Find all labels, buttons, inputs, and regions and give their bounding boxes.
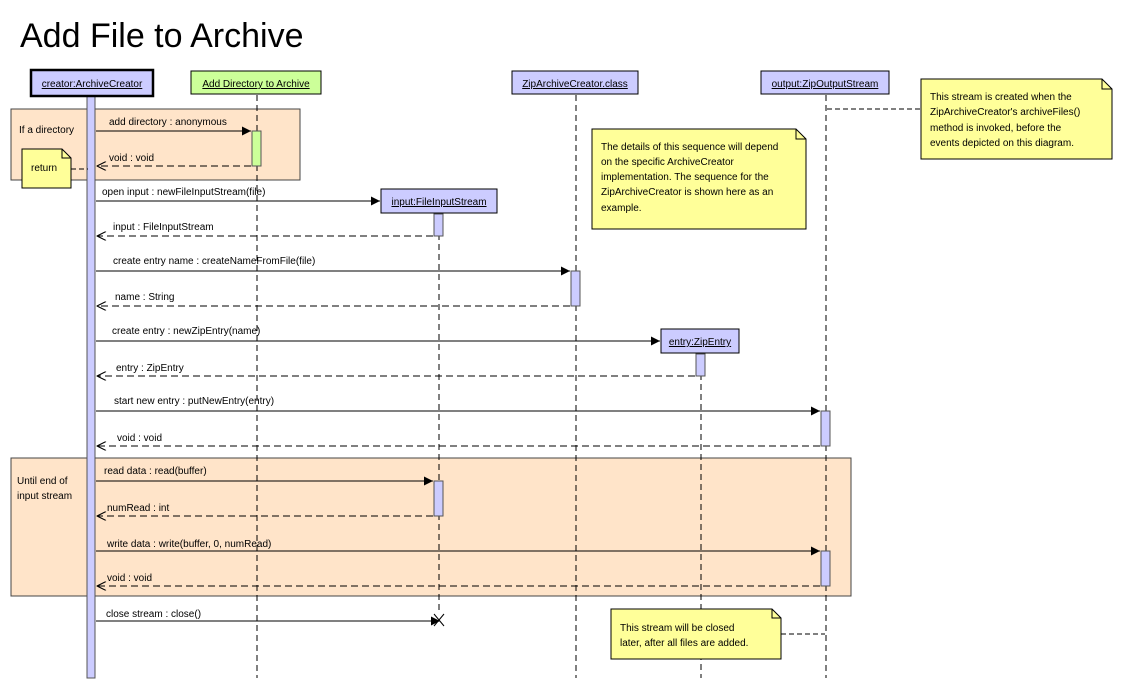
label-m3: create entry name : createNameFromFile(f…	[113, 256, 315, 267]
lifeline-head-creator-label: creator:ArchiveCreator	[42, 79, 143, 90]
note-details-line-2: on the specific ArchiveCreator	[601, 157, 735, 168]
note-closed-line-1: This stream will be closed	[620, 623, 734, 634]
label-m4: create entry : newZipEntry(name)	[112, 326, 260, 337]
label-m6: read data : read(buffer)	[104, 466, 207, 477]
note-closed	[610, 608, 782, 660]
lifeline-head-input[interactable]	[380, 188, 498, 214]
note-created-line-4: events depicted on this diagram.	[930, 138, 1074, 149]
label-r6: numRead : int	[107, 503, 169, 514]
note-details	[591, 128, 807, 230]
label-r7: void : void	[107, 573, 152, 584]
label-m8: close stream : close()	[106, 609, 201, 620]
activation-zip-class	[570, 270, 581, 307]
note-details-line-5: example.	[601, 203, 642, 214]
diagram-title: Add File to Archive	[20, 17, 303, 55]
note-details-line-4: ZipArchiveCreator is shown here as an	[601, 187, 773, 198]
activation-input-read	[433, 480, 444, 517]
activation-add-directory	[251, 130, 262, 167]
activation-entry	[695, 353, 706, 377]
lifeline-head-output-label: output:ZipOutputStream	[772, 79, 879, 90]
lifeline-head-add-directory[interactable]	[190, 70, 322, 95]
fragment-if-directory-label: If a directory	[19, 125, 74, 136]
fragment-loop-label-1: Until end of	[17, 476, 68, 487]
destroy-x-icon	[433, 613, 445, 627]
note-return-text: return	[31, 163, 57, 174]
note-created-line-2: ZipArchiveCreator's archiveFiles()	[930, 107, 1080, 118]
activation-creator	[86, 95, 96, 679]
lifeline-head-creator[interactable]	[29, 68, 155, 98]
note-created	[920, 78, 1113, 160]
lifeline-head-zip-class-label: ZipArchiveCreator.class	[522, 79, 628, 90]
lifeline-head-entry[interactable]	[660, 328, 740, 354]
label-r3: name : String	[115, 292, 174, 303]
note-details-line-3: implementation. The sequence for the	[601, 172, 769, 183]
lifeline-head-zip-class[interactable]	[511, 70, 639, 95]
label-m1: add directory : anonymous	[109, 117, 227, 128]
activation-output-write	[820, 550, 831, 587]
lifeline-head-add-directory-label: Add Directory to Archive	[202, 79, 310, 90]
label-r5: void : void	[117, 433, 162, 444]
note-created-line-1: This stream is created when the	[930, 92, 1072, 103]
lifeline-head-entry-label: entry:ZipEntry	[669, 337, 731, 348]
note-created-line-3: method is invoked, before the	[930, 123, 1062, 134]
note-return	[21, 148, 72, 189]
label-r4: entry : ZipEntry	[116, 363, 184, 374]
activation-output-put	[820, 410, 831, 447]
label-r2: input : FileInputStream	[113, 222, 214, 233]
lifeline-head-output[interactable]	[760, 70, 890, 95]
label-m7: write data : write(buffer, 0, numRead)	[106, 539, 271, 550]
label-m2: open input : newFileInputStream(file)	[102, 187, 265, 198]
activation-input-open	[433, 213, 444, 237]
note-details-line-1: The details of this sequence will depend	[601, 142, 778, 153]
fragment-loop-label-2: input stream	[17, 491, 72, 502]
label-m5: start new entry : putNewEntry(entry)	[114, 396, 274, 407]
note-closed-line-2: later, after all files are added.	[620, 638, 748, 649]
lifeline-head-input-label: input:FileInputStream	[391, 197, 486, 208]
label-r1: void : void	[109, 153, 154, 164]
